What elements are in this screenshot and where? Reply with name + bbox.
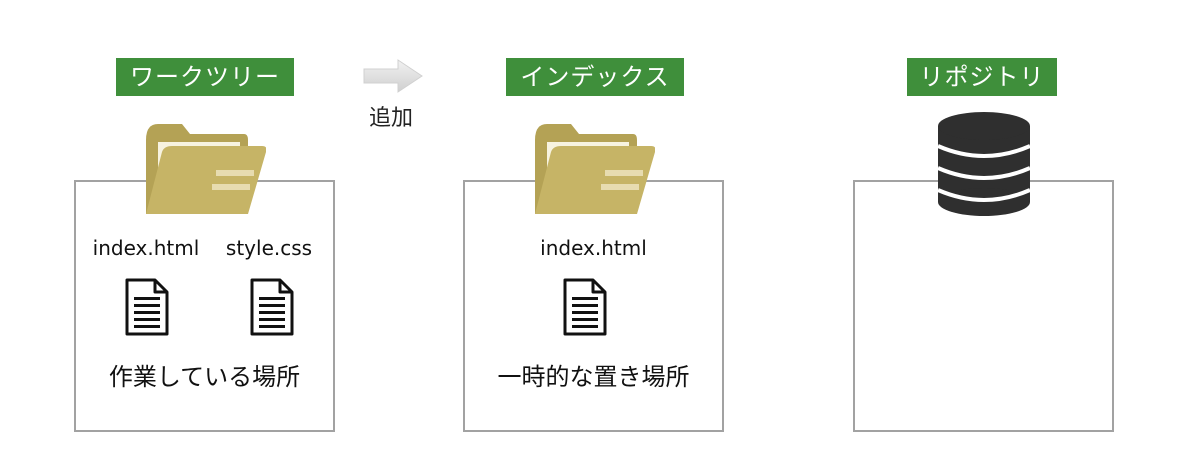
right-arrow-icon — [363, 59, 423, 93]
worktree-label: ワークツリー — [116, 58, 294, 96]
file-name-index: index.html — [92, 236, 200, 260]
index-caption: 一時的な置き場所 — [497, 363, 690, 391]
worktree-caption: 作業している場所 — [108, 363, 301, 391]
repository-box — [853, 180, 1114, 432]
database-icon — [937, 112, 1031, 216]
index-label: インデックス — [506, 58, 684, 96]
folder-icon — [535, 124, 655, 214]
document-icon — [563, 278, 607, 336]
add-arrow-label: 追加 — [368, 106, 413, 131]
file-name-style: style.css — [225, 236, 313, 260]
repository-label: リポジトリ — [907, 58, 1057, 96]
file-name-index: index.html — [540, 236, 647, 260]
document-icon — [125, 278, 169, 336]
folder-icon — [146, 124, 266, 214]
document-icon — [250, 278, 294, 336]
